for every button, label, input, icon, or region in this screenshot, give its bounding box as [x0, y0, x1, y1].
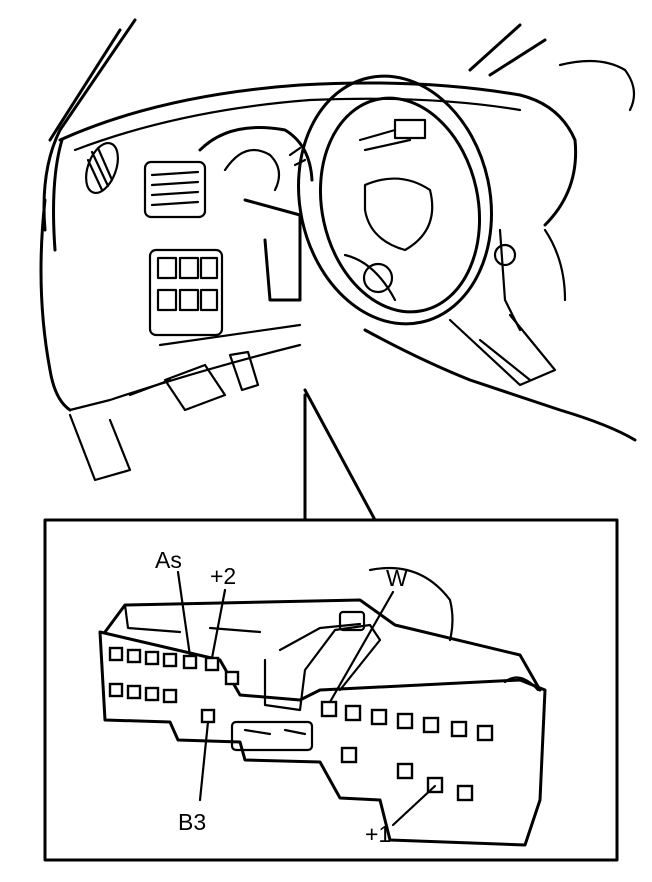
pedals	[68, 350, 260, 482]
label-as: As	[155, 547, 182, 573]
callout-leader	[303, 388, 377, 522]
inset-frame	[43, 518, 619, 862]
pin-row-lower-left	[108, 682, 216, 724]
leader-lines	[176, 570, 437, 827]
pin-row-upper-left	[108, 646, 240, 686]
pin-b3	[200, 708, 216, 724]
diagnostic-connector	[98, 566, 547, 847]
steering-wheel	[297, 74, 493, 326]
pin-row-lower-right	[340, 746, 474, 802]
label-plus1: +1	[365, 821, 391, 847]
label-b3: B3	[178, 809, 206, 835]
label-w: W	[386, 565, 408, 591]
pin-w	[320, 700, 338, 718]
switch-panel	[148, 248, 224, 337]
pin-plus2	[204, 656, 220, 672]
center-vent	[143, 160, 207, 219]
side-vent	[85, 142, 119, 194]
label-plus2: +2	[210, 563, 236, 589]
connector-inset: As +2 W B3 +1	[43, 518, 619, 862]
pin-as	[182, 654, 198, 670]
instrument-cluster	[198, 126, 314, 192]
dashboard-illustration	[39, 18, 637, 482]
pin-row-upper-right	[320, 700, 494, 742]
